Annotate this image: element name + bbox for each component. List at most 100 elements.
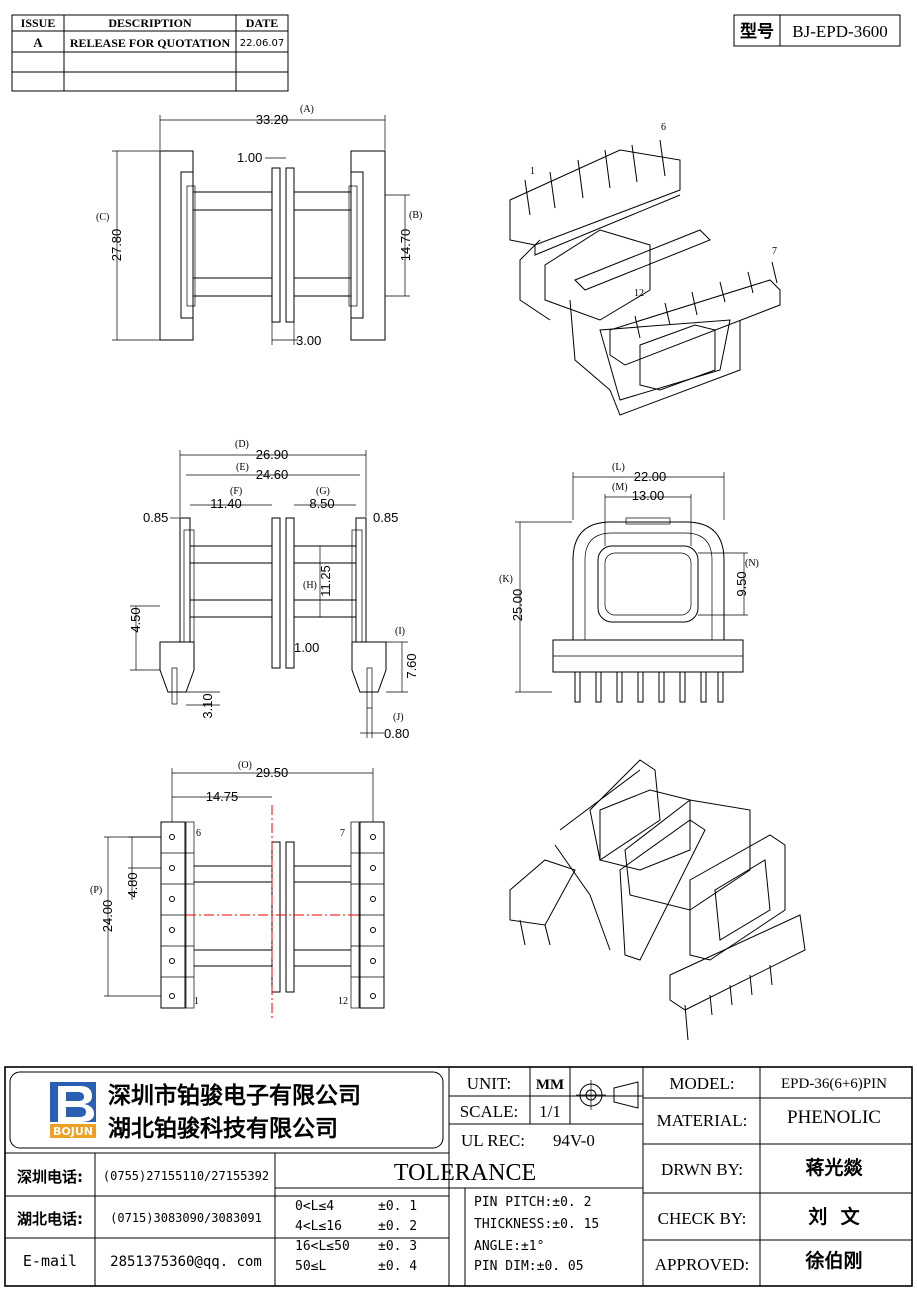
material-label: MATERIAL: [657, 1111, 748, 1130]
bottom-pin-1: 1 [194, 996, 199, 1007]
model-box-label: 型号 [740, 21, 774, 42]
dim-d-value: 26.90 [256, 447, 289, 462]
dim-pin-length: 3.10 [200, 693, 215, 718]
tol-range-4: 50≤L [295, 1259, 326, 1274]
contact-label-hb: 湖北电话: [17, 1210, 83, 1228]
dim-half-pitch: 14.75 [206, 789, 239, 804]
front-view: 26.90 (D) 24.60 (E) 11.40 (F) 8.50 (G) 0… [128, 439, 419, 741]
model-value: EPD-36(6+6)PIN [781, 1076, 887, 1092]
dim-a-value: 33.20 [256, 112, 289, 127]
iso-pin-7: 7 [772, 246, 777, 257]
iso-pin-6: 6 [661, 122, 666, 133]
dim-f-value: 11.40 [210, 496, 242, 511]
iso-pin-12: 12 [634, 288, 644, 299]
dim-n-tag: (N) [745, 558, 759, 569]
dim-l-tag: (L) [612, 462, 625, 473]
dim-b-tag: (B) [409, 210, 422, 221]
dim-a-tag: (A) [300, 104, 314, 115]
tolerance-title: TOLERANCE [394, 1160, 536, 1186]
scale-label: SCALE: [460, 1102, 519, 1121]
contact-value-hb: (0715)3083090/3083091 [110, 1211, 262, 1225]
dim-e-value: 24.60 [256, 467, 289, 482]
dim-c-value: 27.80 [109, 229, 124, 262]
top-view: 33.20 (A) 27.80 (C) 14.70 (B) 1.00 3.00 [96, 104, 422, 348]
company-logo: BOJUN [50, 1082, 96, 1138]
spec-angle: ANGLE:±1° [474, 1239, 544, 1254]
dim-m-tag: (M) [612, 482, 628, 493]
tol-range-1: 0<L≤4 [295, 1199, 334, 1214]
bottom-pin-12: 12 [338, 996, 348, 1007]
dim-o-value: 29.50 [256, 765, 289, 780]
contact-value-email: 2851375360@qq. com [110, 1254, 262, 1270]
dim-p-tag: (P) [90, 885, 102, 896]
contact-value-sz: (0755)27155110/27155392 [103, 1169, 269, 1183]
iso-view-bottom [509, 759, 806, 1041]
company-name-1: 深圳市铂骏电子有限公司 [108, 1082, 361, 1109]
rev-date: 22.06.07 [240, 38, 285, 49]
dim-i-tag: (I) [395, 626, 405, 637]
dim-g-tag: (G) [316, 486, 330, 497]
dim-h-value: 11.25 [318, 565, 333, 597]
check-label: CHECK BY: [658, 1209, 747, 1228]
dim-j-value: 0.80 [384, 726, 409, 741]
dim-k-value: 25.00 [510, 589, 525, 622]
material-value: PHENOLIC [787, 1107, 881, 1128]
projection-symbol-icon [576, 1080, 639, 1110]
dim-b-value: 14.70 [398, 229, 413, 262]
dim-h-tag: (H) [303, 580, 317, 591]
dim-o-tag: (O) [238, 760, 252, 771]
scale-value: 1/1 [539, 1102, 561, 1121]
rev-header-date: DATE [246, 16, 278, 30]
bottom-view: 29.50 (O) 14.75 4.80 24.00 (P) 6 7 1 12 [90, 760, 385, 1020]
dim-top-flange-gap: 1.00 [237, 150, 262, 165]
check-value: 刘 文 [808, 1205, 860, 1228]
dim-pin-shoulder: 4.50 [128, 607, 143, 632]
drawn-label: DRWN BY: [661, 1160, 743, 1179]
contact-label-email: E-mail [23, 1252, 77, 1270]
rev-header-issue: ISSUE [21, 16, 56, 30]
tol-range-3: 16<L≤50 [295, 1239, 350, 1254]
unit-label: UNIT: [467, 1074, 511, 1093]
ul-label: UL REC: [461, 1131, 525, 1150]
dim-p-value: 24.00 [100, 900, 115, 933]
approved-value: 徐伯刚 [804, 1249, 862, 1272]
dim-j-tag: (J) [393, 712, 404, 723]
model-box-value: BJ-EPD-3600 [792, 22, 887, 41]
ul-value: 94V-0 [553, 1131, 595, 1150]
iso-view-top: 1 6 7 12 [509, 122, 781, 416]
contact-label-sz: 深圳电话: [17, 1168, 83, 1186]
tol-value-3: ±0. 3 [378, 1239, 417, 1254]
dim-pin-pitch: 4.80 [125, 872, 140, 897]
dim-n-value: 9.50 [734, 571, 749, 596]
company-name-2: 湖北铂骏科技有限公司 [108, 1115, 338, 1142]
dim-flange-thickness: 1.00 [294, 640, 319, 655]
model-box: 型号 BJ-EPD-3600 [733, 14, 901, 47]
tol-value-1: ±0. 1 [378, 1199, 417, 1214]
spec-pin-dim: PIN DIM:±0. 05 [474, 1259, 584, 1274]
tol-value-4: ±0. 4 [378, 1259, 417, 1274]
model-label: MODEL: [669, 1074, 734, 1093]
dim-k-tag: (K) [499, 574, 513, 585]
dim-g-value: 8.50 [309, 496, 334, 511]
approved-label: APPROVED: [655, 1255, 749, 1274]
title-block: BOJUN 深圳市铂骏电子有限公司 湖北铂骏科技有限公司 深圳电话: (0755… [4, 1066, 913, 1287]
dim-m-value: 13.00 [632, 488, 665, 503]
dim-d-tag: (D) [235, 439, 249, 450]
dim-top-flange-width: 3.00 [296, 333, 321, 348]
dim-i-value: 7.60 [404, 653, 419, 678]
tol-value-2: ±0. 2 [378, 1219, 417, 1234]
dim-flange-left: 0.85 [143, 510, 168, 525]
dim-c-tag: (C) [96, 212, 109, 223]
dim-l-value: 22.00 [634, 469, 667, 484]
rev-description: RELEASE FOR QUOTATION [70, 36, 231, 50]
drawn-value: 蒋光燚 [805, 1156, 863, 1179]
revision-table: ISSUE DESCRIPTION DATE A RELEASE FOR QUO… [11, 14, 289, 92]
dim-e-tag: (E) [236, 462, 249, 473]
rev-header-description: DESCRIPTION [108, 16, 192, 30]
bottom-pin-6: 6 [196, 828, 201, 839]
logo-text: BOJUN [53, 1125, 93, 1138]
iso-pin-1: 1 [530, 166, 535, 177]
side-view: 22.00 (L) 13.00 (M) 9.50 (N) 25.00 (K) [499, 462, 759, 703]
tol-range-2: 4<L≤16 [295, 1219, 342, 1234]
